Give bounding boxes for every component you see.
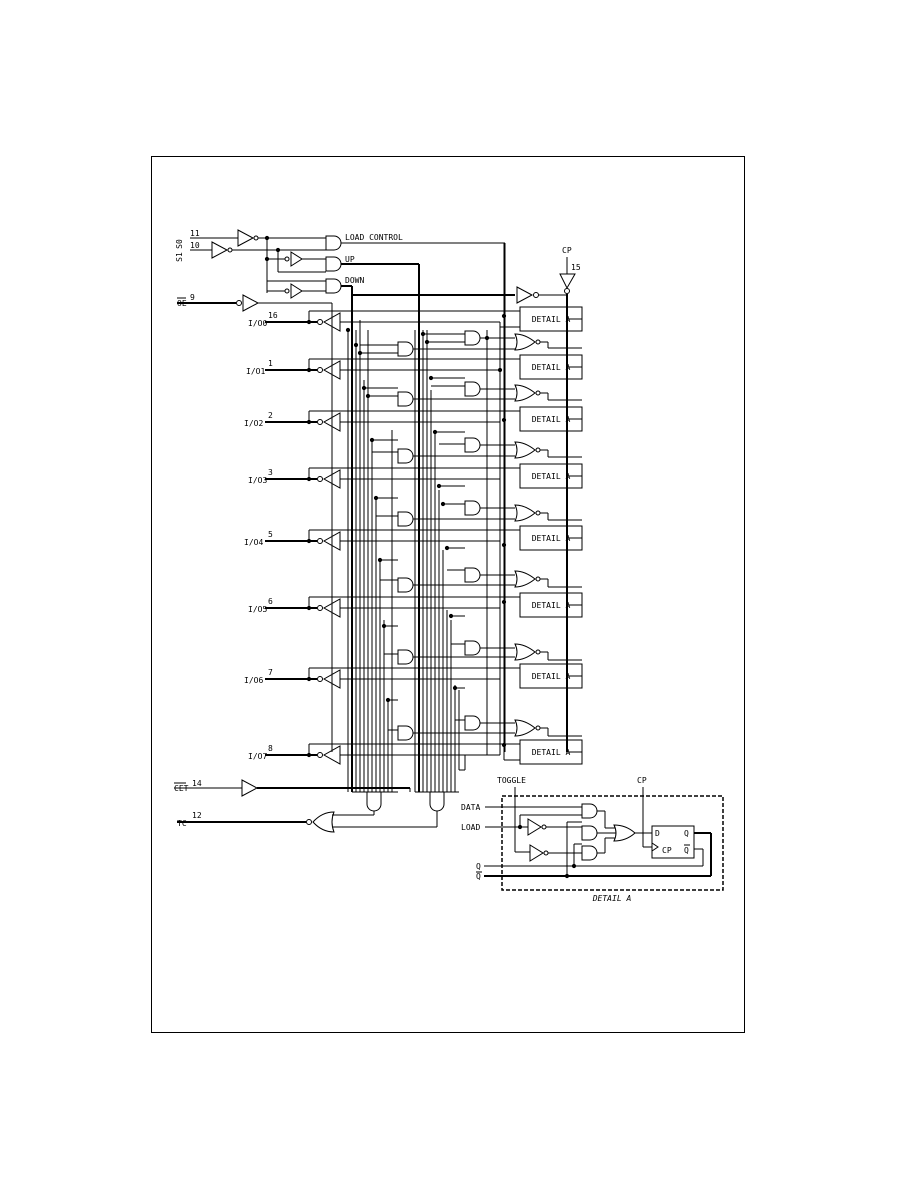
oe-input: OE 9 <box>177 293 515 752</box>
io6-label: I/O6 <box>244 676 263 685</box>
detail-a-block-1-label: DETAIL A <box>532 363 571 372</box>
q-label: Q <box>476 862 481 871</box>
detail-or-gate <box>613 824 636 842</box>
io3-pin: 3 <box>268 468 273 477</box>
s0-pin: 11 <box>190 229 200 238</box>
terminal-count-logic: CET 14 TC 12 <box>174 779 459 833</box>
up-gate <box>325 256 342 272</box>
qbar-label: Q <box>476 872 481 881</box>
cp-buffer <box>559 273 576 290</box>
detail-a-title: DETAIL A <box>592 894 632 903</box>
io0-pin: 16 <box>268 311 278 320</box>
io-stage-2: I/O2 2 DETAIL A <box>244 406 583 464</box>
data-label: DATA <box>461 803 480 812</box>
ff-q-label: Q <box>684 829 689 838</box>
detail-a-block-4-label: DETAIL A <box>532 534 571 543</box>
s1-label: S1 <box>175 252 184 262</box>
detail-a-block-2-label: DETAIL A <box>532 415 571 424</box>
detail-a-block-3-label: DETAIL A <box>532 472 571 481</box>
io1-pin: 1 <box>268 359 273 368</box>
down-label: DOWN <box>345 276 364 285</box>
io2-pin: 2 <box>268 411 273 420</box>
s0-label: S0 <box>175 239 184 249</box>
io4-pin: 5 <box>268 530 273 539</box>
io4-label: I/O4 <box>244 538 263 547</box>
detail-a-block-5-label: DETAIL A <box>532 601 571 610</box>
load-control-gate <box>325 235 342 251</box>
tc-label: TC <box>177 819 187 828</box>
io-stage-4: I/O4 5 DETAIL A <box>244 525 583 593</box>
io5-pin: 6 <box>268 597 273 606</box>
load-control-label: LOAD CONTROL <box>345 233 403 242</box>
io5-label: I/O5 <box>248 605 267 614</box>
detail-a-frame <box>501 795 724 891</box>
detail-a-inset: DETAIL A TOGGLE CP DATA LOAD D Q CP <box>461 776 724 903</box>
oe-pin: 9 <box>190 293 195 302</box>
cp-label: CP <box>562 246 572 255</box>
tc-pin: 12 <box>192 811 202 820</box>
ff-qbar-label: Q <box>684 846 689 855</box>
s1-inverter <box>211 241 229 259</box>
oe-buffer <box>242 294 260 312</box>
carry-bus <box>345 243 520 792</box>
tc-and-gate-right <box>429 791 445 812</box>
tc-and-gate-left <box>366 791 382 812</box>
detail-a-block-7-label: DETAIL A <box>532 748 571 757</box>
io7-label: I/O7 <box>248 752 267 761</box>
io7-pin: 8 <box>268 744 273 753</box>
cet-pin: 14 <box>192 779 202 788</box>
s0-inverter <box>237 229 255 247</box>
cet-buffer <box>241 779 259 797</box>
io-stage-1: I/O1 1 DETAIL A <box>246 354 583 407</box>
s1-pin: 10 <box>190 241 200 250</box>
io3-label: I/O3 <box>248 476 267 485</box>
cp-pin: 15 <box>571 263 581 272</box>
io6-pin: 7 <box>268 668 273 677</box>
ff-cp-label: CP <box>662 846 672 855</box>
ff-d-label: D <box>655 829 660 838</box>
load-label: LOAD <box>461 823 480 832</box>
detail-a-block-6-label: DETAIL A <box>532 672 571 681</box>
cp-detail-label: CP <box>637 776 647 785</box>
toggle-label: TOGGLE <box>497 776 526 785</box>
io1-label: I/O1 <box>246 367 265 376</box>
io2-label: I/O2 <box>244 419 263 428</box>
d-flip-flop <box>651 825 695 859</box>
up-label: UP <box>345 255 355 264</box>
diagram-frame <box>151 156 745 1033</box>
io-stage-6: I/O6 7 DETAIL A <box>244 663 583 741</box>
detail-a-block-0-label: DETAIL A <box>532 315 571 324</box>
down-gate <box>325 278 342 294</box>
io0-label: I/O0 <box>248 319 267 328</box>
tc-or-gate <box>312 811 335 833</box>
